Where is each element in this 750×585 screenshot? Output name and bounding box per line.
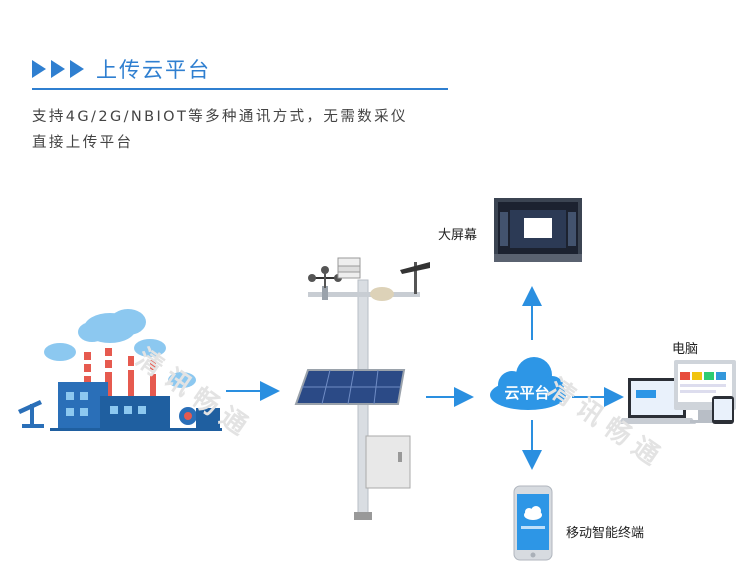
weather-station-icon xyxy=(294,257,430,520)
chevron-right-icon xyxy=(32,60,84,78)
section-description: 支持4G/2G/NBIOT等多种通讯方式，无需数采仪 直接上传平台 xyxy=(32,104,472,156)
big-screen-icon xyxy=(494,198,582,262)
section-header: 上传云平台 xyxy=(32,52,448,92)
big-screen-label: 大屏幕 xyxy=(438,228,478,243)
mobile-label: 移动智能终端 xyxy=(566,526,645,541)
description-line: 直接上传平台 xyxy=(32,135,134,151)
computer-icon xyxy=(618,360,736,424)
cloud-label: 云平台 xyxy=(504,384,549,402)
description-line: 支持4G/2G/NBIOT等多种通讯方式，无需数采仪 xyxy=(32,109,408,125)
title-divider xyxy=(32,88,448,90)
computer-label: 电脑 xyxy=(672,342,699,357)
phone-icon xyxy=(513,485,553,561)
factory-icon xyxy=(18,309,222,431)
section-title: 上传云平台 xyxy=(96,58,211,82)
cloud-icon: 云平台 xyxy=(490,357,566,410)
